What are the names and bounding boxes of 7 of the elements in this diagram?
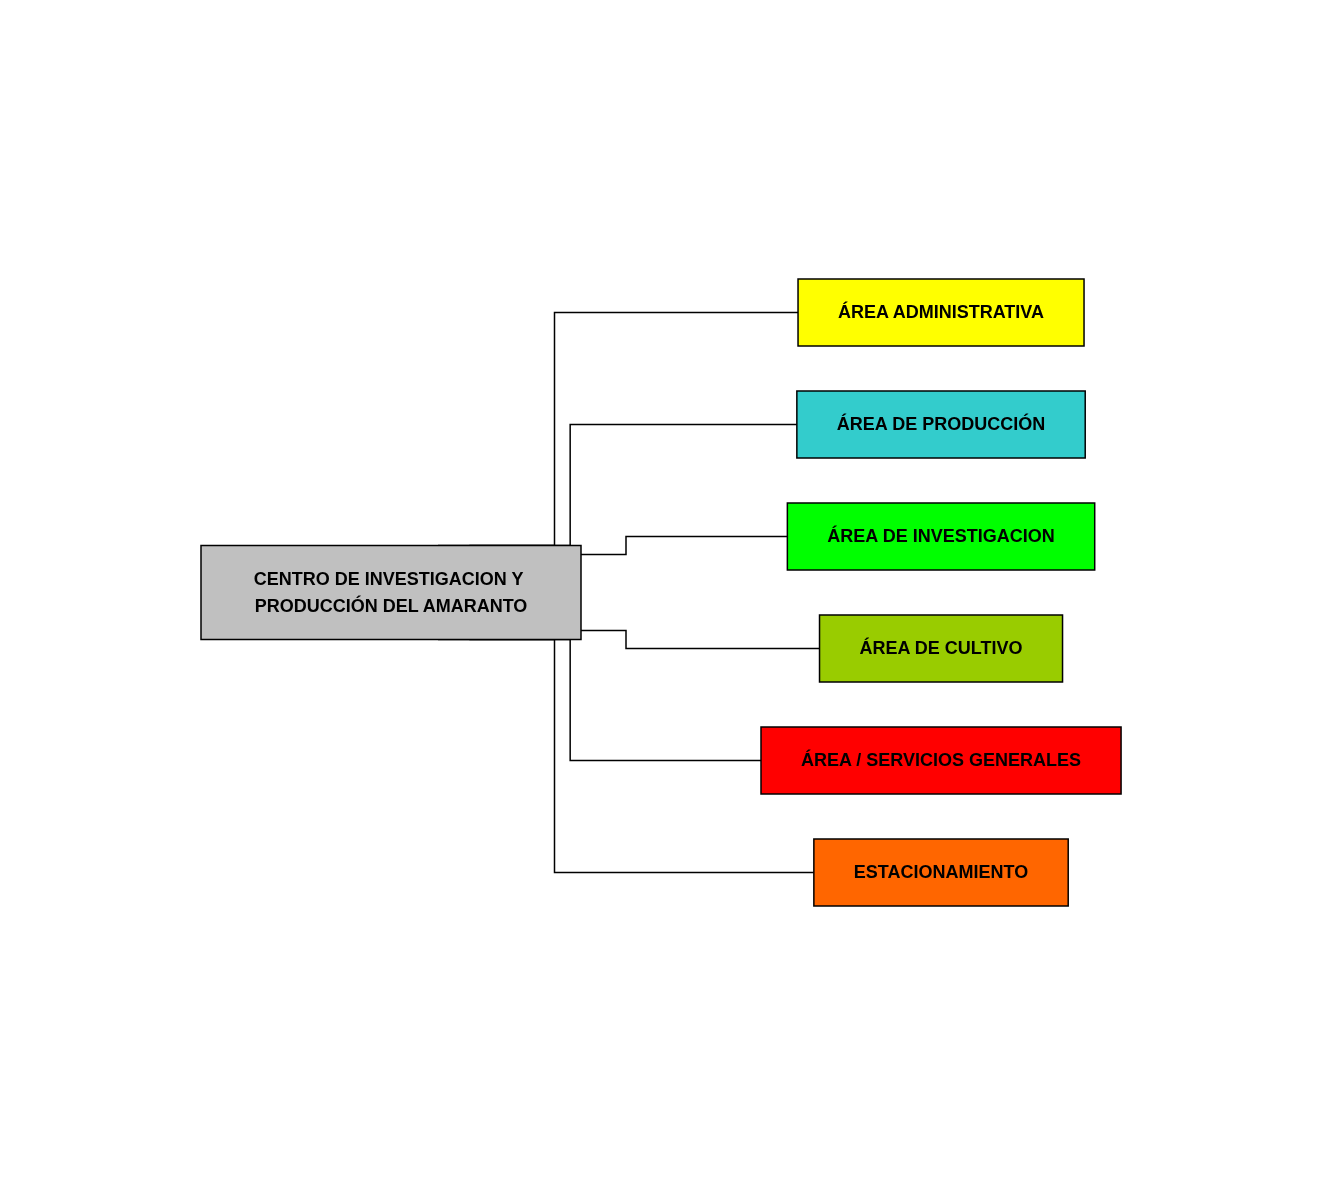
node-box: ÁREA ADMINISTRATIVA	[797, 278, 1086, 347]
node-box: ESTACIONAMIENTO	[813, 838, 1070, 907]
node-box: CENTRO DE INVESTIGACION Y PRODUCCIÓN DEL AMARANTO	[200, 544, 583, 641]
node-box: ÁREA DE CULTIVO	[819, 614, 1064, 683]
node-box: ÁREA DE PRODUCCIÓN	[796, 390, 1087, 459]
node-box: ÁREA / SERVICIOS GENERALES	[760, 726, 1123, 795]
node-box: ÁREA DE INVESTIGACION	[787, 502, 1096, 571]
